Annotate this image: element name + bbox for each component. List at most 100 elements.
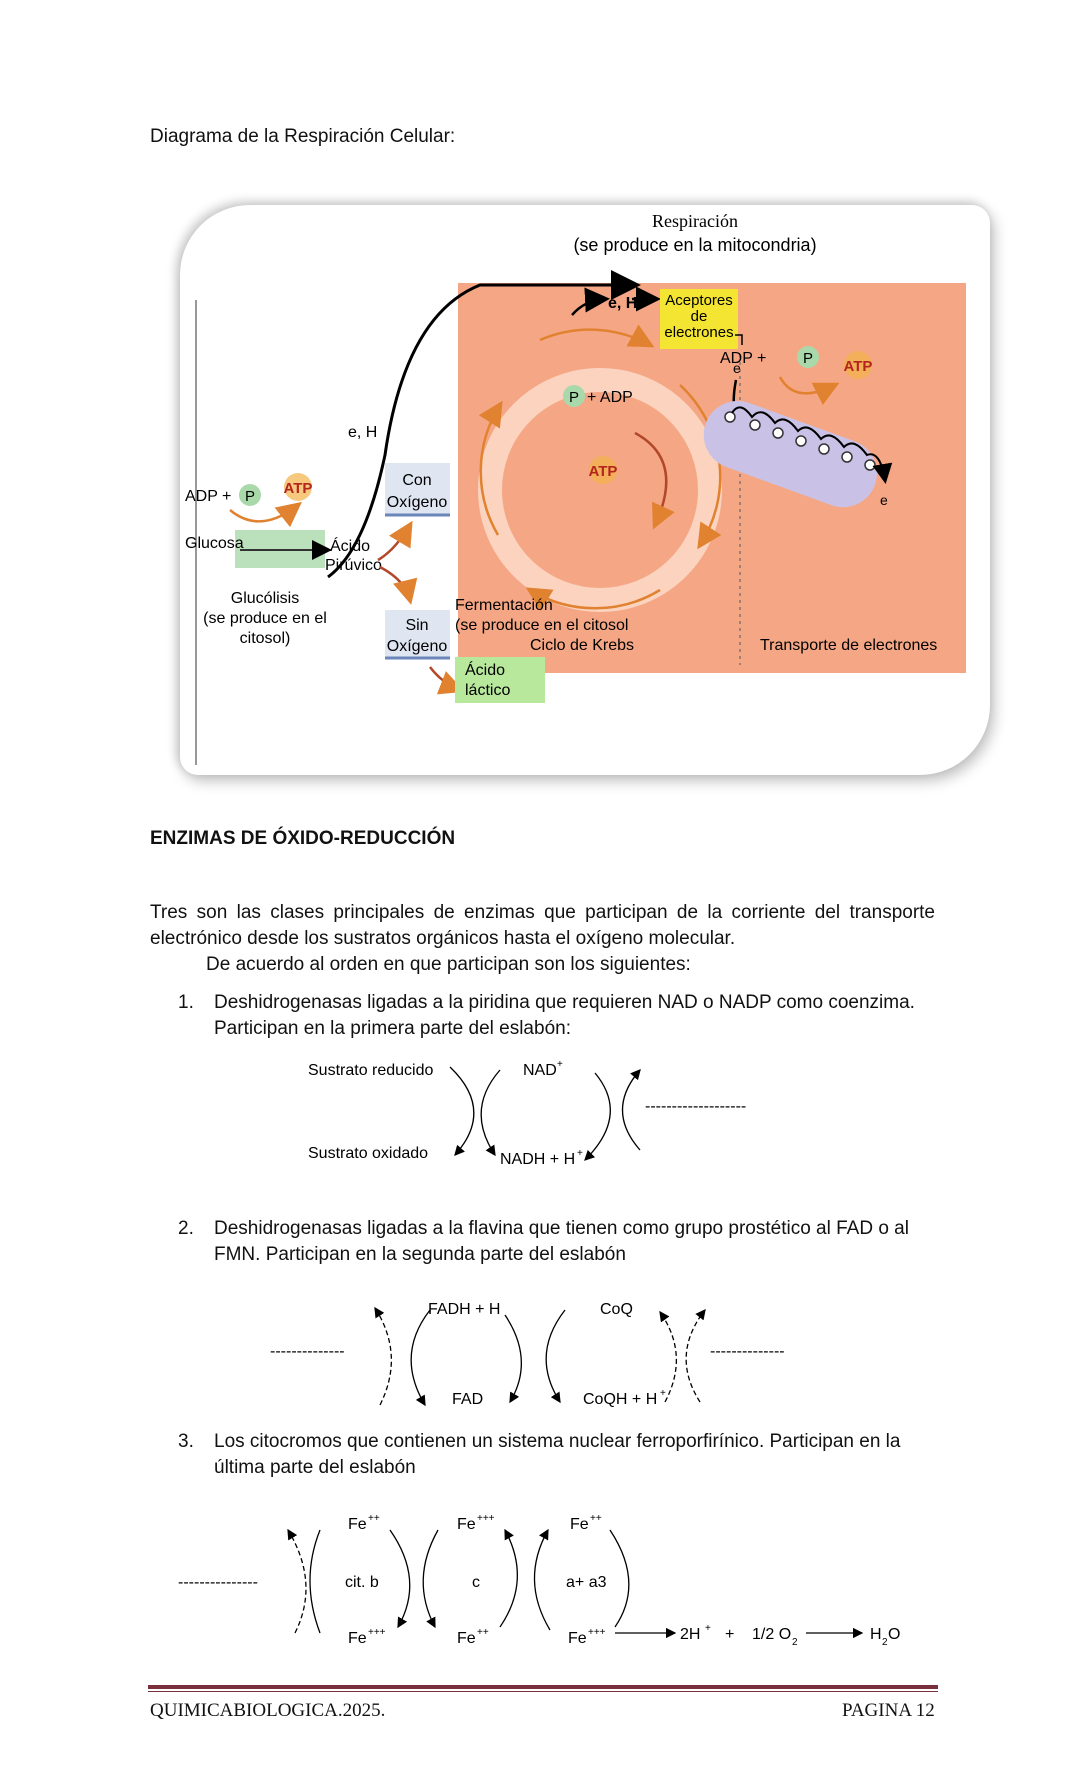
list-text-line1: Los citocromos que contienen un sistema … — [214, 1431, 901, 1452]
paragraph-line-3: De acuerdo al orden en que participan so… — [206, 954, 691, 975]
svg-text:NAD: NAD — [523, 1062, 557, 1079]
svg-text:electrones: electrones — [664, 324, 733, 341]
eh-mid-label: e, H — [348, 424, 377, 441]
sin-oxigeno-box — [385, 610, 450, 658]
dashes: --------------- — [178, 1574, 258, 1591]
list-text-line2: FMN. Participan en la segunda parte del … — [214, 1244, 626, 1265]
diagram-title-2: (se produce en la mitocondria) — [573, 235, 816, 255]
svg-text:++: ++ — [477, 1627, 489, 1638]
footer-left: QUIMICABIOLOGICA.2025. — [150, 1700, 386, 1721]
svg-text:de: de — [691, 308, 708, 325]
footer-rule — [148, 1685, 938, 1689]
svg-text:Oxígeno: Oxígeno — [387, 494, 448, 511]
svg-text:(se produce en el citosol: (se produce en el citosol — [455, 617, 628, 634]
page-number: PAGINA 12 — [842, 1700, 935, 1721]
list-text-line1: Deshidrogenasas ligadas a la flavina que… — [214, 1218, 909, 1239]
svg-text:e: e — [733, 360, 741, 376]
svg-text:Fe: Fe — [570, 1516, 589, 1533]
krebs-ring — [478, 368, 722, 612]
svg-text:Fe: Fe — [348, 1516, 367, 1533]
svg-text:2H: 2H — [680, 1626, 700, 1643]
electron-carriers — [724, 411, 876, 471]
svg-text:Ácido: Ácido — [465, 660, 505, 679]
svg-text:+ ADP: + ADP — [587, 389, 633, 406]
paragraph-line-2: electrónico desde los sustratos orgánico… — [150, 928, 736, 949]
eh-top-label: e, H — [608, 295, 637, 312]
svg-text:Sin: Sin — [405, 617, 428, 634]
svg-text:Oxígeno: Oxígeno — [387, 638, 448, 655]
transport-label: Transporte de electrones — [760, 637, 937, 654]
svg-text:P: P — [803, 350, 813, 367]
svg-text:1/2 O: 1/2 O — [752, 1626, 791, 1643]
svg-text:Glucosa: Glucosa — [185, 535, 244, 552]
svg-text:CoQ: CoQ — [600, 1301, 633, 1318]
svg-text:CoQH + H: CoQH + H — [583, 1391, 657, 1408]
svg-text:ATP: ATP — [844, 358, 873, 375]
electron-transport-membrane — [703, 400, 877, 508]
dashes: ------------------- — [645, 1098, 746, 1115]
respiration-diagram: Respiración (se produce en la mitocondri… — [180, 205, 990, 775]
svg-text:Fe: Fe — [457, 1630, 476, 1647]
paragraph-line-1: Tres son las clases principales de enzim… — [150, 902, 935, 923]
cytochrome-equation: --------------- Fe++ cit. b Fe+++ Fe+++ … — [178, 1513, 900, 1648]
cyt-c: c — [472, 1574, 480, 1591]
svg-text:+++: +++ — [368, 1627, 386, 1638]
svg-text:2: 2 — [882, 1637, 888, 1648]
dashes-left: -------------- — [270, 1343, 345, 1360]
svg-text:P: P — [245, 488, 255, 505]
svg-text:Con: Con — [402, 472, 431, 489]
svg-text:láctico: láctico — [465, 682, 510, 699]
svg-text:+: + — [557, 1059, 563, 1070]
svg-text:e: e — [880, 492, 888, 508]
svg-text:Fe: Fe — [568, 1630, 587, 1647]
svg-text:H: H — [870, 1626, 882, 1643]
dashes-right: -------------- — [710, 1343, 785, 1360]
list-number: 2. — [178, 1218, 194, 1239]
sustrato-reducido: Sustrato reducido — [308, 1062, 434, 1079]
svg-text:2: 2 — [792, 1637, 798, 1648]
cit-b: cit. b — [345, 1574, 379, 1591]
svg-text:ADP +: ADP + — [720, 350, 766, 367]
list-number: 1. — [178, 992, 194, 1013]
svg-text:FAD: FAD — [452, 1391, 483, 1408]
svg-text:O: O — [888, 1626, 900, 1643]
fad-equation: -------------- FADH + H FAD CoQ CoQH + H… — [270, 1301, 785, 1408]
list-text-line2: última parte del eslabón — [214, 1457, 416, 1478]
svg-text:NADH + H: NADH + H — [500, 1151, 575, 1168]
svg-text:+: + — [725, 1626, 734, 1643]
svg-text:Glucólisis: Glucólisis — [231, 590, 299, 607]
svg-text:+: + — [577, 1148, 583, 1159]
svg-text:Fe: Fe — [348, 1630, 367, 1647]
svg-text:++: ++ — [368, 1513, 380, 1524]
svg-text:ATP: ATP — [589, 463, 618, 480]
diagram-title-1: Respiración — [652, 211, 738, 231]
respiration-diagram-svg: Respiración (se produce en la mitocondri… — [185, 211, 966, 765]
svg-text:Pirúvico: Pirúvico — [325, 557, 382, 574]
svg-text:Fe: Fe — [457, 1516, 476, 1533]
aceptores-box — [660, 289, 738, 349]
svg-text:Ácido: Ácido — [330, 536, 370, 555]
svg-text:+++: +++ — [588, 1627, 606, 1638]
footer-rule-thin — [148, 1691, 938, 1692]
svg-text:+: + — [705, 1623, 711, 1634]
nad-equation: Sustrato reducido Sustrato oxidado NAD +… — [308, 1059, 746, 1168]
svg-text:++: ++ — [590, 1513, 602, 1524]
krebs-label: Ciclo de Krebs — [530, 637, 634, 654]
svg-text:P: P — [569, 389, 579, 406]
svg-text:FADH + H: FADH + H — [428, 1301, 500, 1318]
svg-text:ATP: ATP — [284, 480, 313, 497]
cyt-aa3: a+ a3 — [566, 1574, 607, 1591]
svg-text:+++: +++ — [477, 1513, 495, 1524]
con-oxigeno-box — [385, 463, 450, 515]
list-text-line2: Participan en la primera parte del eslab… — [214, 1018, 571, 1039]
svg-text:citosol): citosol) — [240, 630, 291, 647]
acido-lactico-box — [455, 657, 545, 703]
figure-intro: Diagrama de la Respiración Celular: — [150, 126, 456, 147]
svg-text:Aceptores: Aceptores — [665, 292, 733, 309]
svg-text:ADP +: ADP + — [185, 488, 231, 505]
svg-text:+: + — [660, 1388, 666, 1399]
svg-text:Fermentación: Fermentación — [455, 597, 553, 614]
svg-text:(se produce en el: (se produce en el — [203, 610, 327, 627]
section-heading: ENZIMAS DE ÓXIDO-REDUCCIÓN — [150, 828, 456, 849]
sustrato-oxidado: Sustrato oxidado — [308, 1145, 428, 1162]
